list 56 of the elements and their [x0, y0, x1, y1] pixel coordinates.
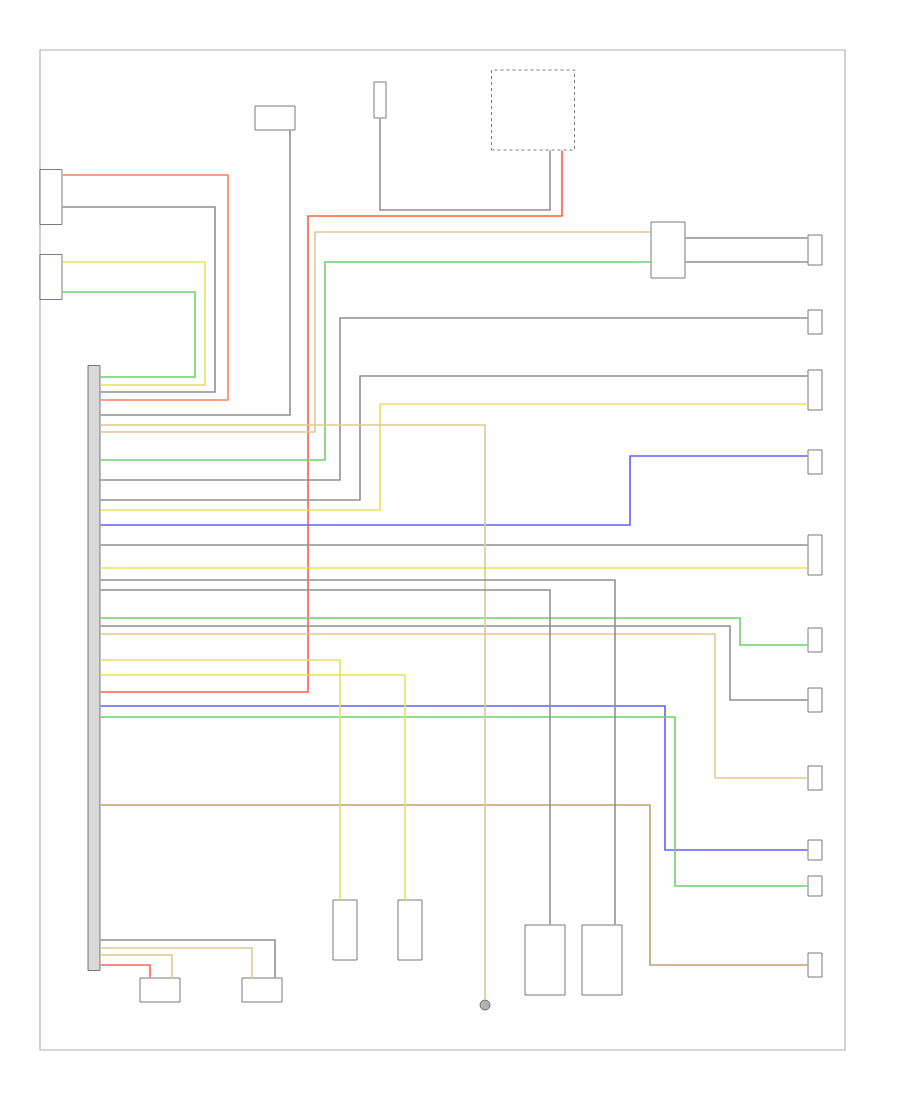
wire [99, 403, 809, 511]
wire [61, 261, 206, 386]
fuse-box [373, 81, 387, 119]
clock-spring-box [650, 221, 686, 279]
wire [379, 117, 551, 211]
component-box [807, 952, 823, 978]
wire [684, 261, 809, 263]
wire [99, 317, 809, 481]
dashed-box [491, 69, 575, 151]
wire [99, 544, 809, 546]
component-box [807, 765, 823, 791]
wire [99, 149, 563, 693]
switch-box [139, 977, 181, 1003]
wire [99, 129, 291, 416]
wire [99, 804, 809, 966]
component-box [807, 875, 823, 897]
wire [61, 206, 216, 393]
sensor-box [332, 899, 358, 961]
wire [61, 174, 229, 401]
wire [99, 939, 276, 979]
wire [99, 455, 809, 526]
wire [61, 291, 196, 378]
component-box [807, 627, 823, 653]
component-box [807, 234, 823, 266]
wire [99, 947, 253, 979]
component-box [39, 254, 63, 300]
component-box [807, 839, 823, 861]
connector-bar [87, 365, 101, 971]
wire [99, 716, 809, 887]
wire [99, 375, 809, 501]
component-box [807, 687, 823, 713]
wire [99, 589, 551, 926]
switch-box [241, 977, 283, 1003]
wire [99, 625, 809, 701]
wire [99, 579, 616, 926]
wire [99, 674, 406, 901]
wire [99, 567, 809, 569]
wire [99, 633, 809, 779]
component-box [807, 449, 823, 475]
wire [99, 617, 809, 646]
component-box [807, 534, 823, 576]
switch-box [254, 105, 296, 131]
wire [99, 231, 652, 433]
wire [684, 237, 809, 239]
module-box [524, 924, 566, 996]
component-box [39, 169, 63, 225]
wire [99, 261, 652, 461]
wire [99, 705, 809, 851]
module-box [581, 924, 623, 996]
sensor-box [397, 899, 423, 961]
wire [99, 659, 341, 901]
component-box [807, 309, 823, 335]
wire [99, 964, 151, 979]
wire [99, 954, 173, 979]
component-box [807, 369, 823, 411]
wire [99, 424, 486, 1001]
